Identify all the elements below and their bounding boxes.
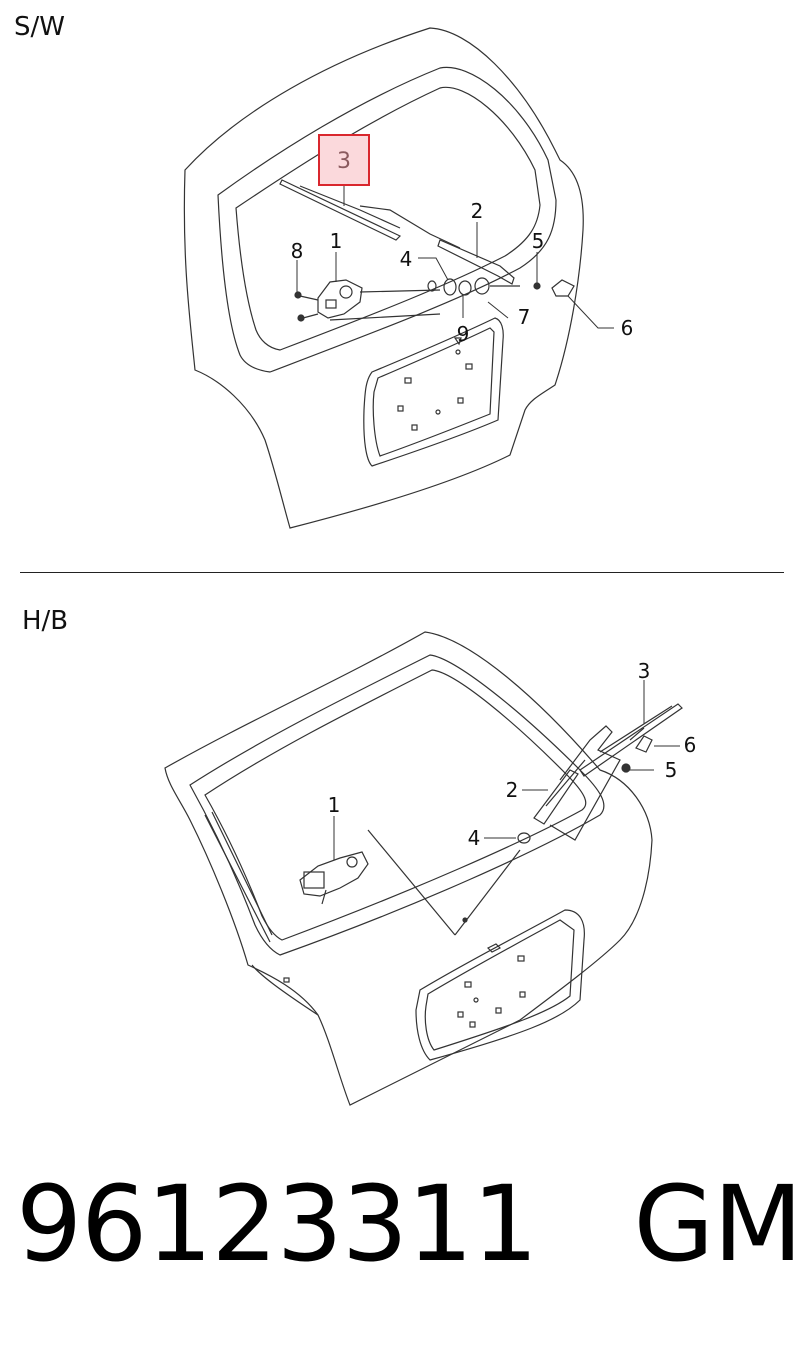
sw-window-inner bbox=[235, 86, 541, 351]
sw-highlight-box bbox=[318, 134, 370, 186]
sw-callout-8: 8 bbox=[291, 239, 304, 263]
hb-callout-5: 5 bbox=[665, 758, 678, 782]
sw-window-outer bbox=[217, 66, 557, 373]
sw-section-title: S/W bbox=[14, 12, 65, 42]
hb-license-plate-recess bbox=[415, 909, 585, 1061]
hb-callout-6: 6 bbox=[684, 733, 697, 757]
sw-wiper-arm bbox=[437, 239, 515, 285]
hb-callout-3: 3 bbox=[638, 659, 651, 683]
sw-wiper-blade bbox=[279, 179, 402, 241]
hb-license-plate-inner bbox=[424, 919, 575, 1051]
hb-diagram: 1 2 3 4 5 6 bbox=[164, 631, 697, 1106]
brand-name: GM bbox=[633, 1163, 800, 1285]
hb-grommet bbox=[517, 832, 531, 844]
sw-callout-7: 7 bbox=[518, 305, 531, 329]
hb-wiper-arm bbox=[533, 769, 579, 825]
hb-callout-2: 2 bbox=[506, 778, 519, 802]
sw-callout-3: 3 bbox=[337, 149, 351, 174]
part-number: 96123311 bbox=[16, 1163, 538, 1285]
hb-callout-1: 1 bbox=[328, 793, 341, 817]
sw-wiper-cap bbox=[551, 279, 575, 297]
hb-window-outer bbox=[189, 654, 605, 956]
sw-license-plate-recess bbox=[363, 317, 504, 467]
part-number-footer: 96123311 GM bbox=[16, 1172, 800, 1276]
sw-callout-6: 6 bbox=[621, 316, 634, 340]
sw-tailgate-outline bbox=[183, 27, 584, 529]
hb-wiper-cap bbox=[635, 735, 653, 753]
sw-license-plate-inner bbox=[372, 327, 495, 457]
sw-wiper-motor bbox=[317, 279, 363, 319]
hb-window-inner bbox=[204, 669, 587, 941]
hb-section-title: H/B bbox=[22, 606, 69, 636]
hb-tailgate-outline bbox=[164, 631, 653, 1106]
hb-wiper-motor bbox=[299, 851, 369, 897]
sw-callout-2: 2 bbox=[471, 199, 484, 223]
sw-callout-4: 4 bbox=[400, 247, 413, 271]
sw-callout-1: 1 bbox=[330, 229, 343, 253]
hb-wiper-blade bbox=[579, 703, 683, 777]
sw-diagram: 3 1 2 4 5 6 7 8 9 bbox=[183, 27, 634, 529]
sw-callout-9: 9 bbox=[457, 322, 470, 346]
hb-callout-4: 4 bbox=[468, 826, 481, 850]
section-divider bbox=[20, 572, 784, 573]
sw-callout-5: 5 bbox=[532, 229, 545, 253]
